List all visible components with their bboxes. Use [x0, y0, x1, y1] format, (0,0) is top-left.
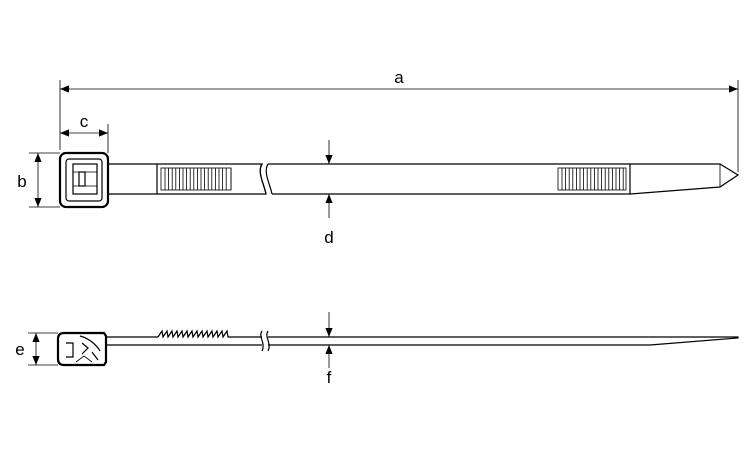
strap-top-left — [108, 163, 267, 195]
dimension-e: e — [15, 332, 58, 366]
strap-break-side — [260, 330, 270, 352]
dimension-a: a — [59, 68, 739, 172]
dimension-c: c — [60, 112, 109, 153]
serration-block-left — [164, 168, 227, 190]
tie-head-side — [56, 331, 108, 367]
label-b: b — [17, 172, 26, 191]
tie-head-top — [58, 151, 110, 209]
top-view: a c b d — [17, 68, 740, 247]
label-c: c — [80, 112, 89, 131]
label-d: d — [324, 228, 333, 247]
serration-block-right — [561, 168, 624, 190]
dimension-f: f — [325, 312, 333, 387]
dimension-b: b — [17, 152, 60, 208]
strap-side-left — [106, 329, 262, 346]
side-view: e f — [15, 312, 739, 387]
label-e: e — [15, 340, 24, 359]
strap-break-top — [259, 163, 273, 195]
label-a: a — [394, 68, 404, 87]
strap-top-right — [268, 163, 740, 195]
strap-side-right — [268, 336, 739, 346]
dimension-d: d — [324, 140, 334, 247]
label-f: f — [327, 368, 332, 387]
